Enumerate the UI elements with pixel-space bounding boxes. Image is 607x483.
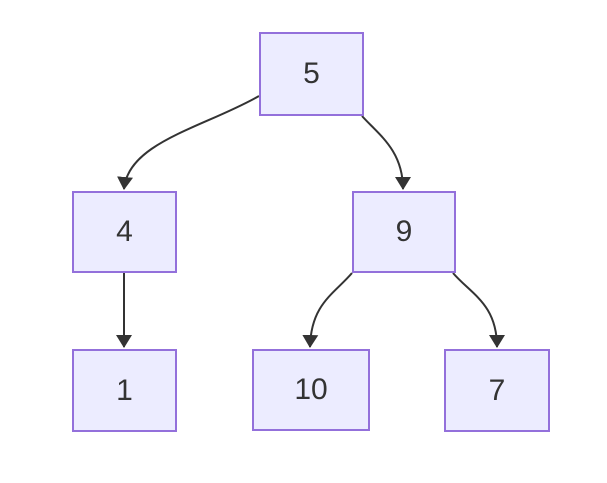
tree-node-5: 5 [259,32,364,116]
edge-5-9 [361,115,411,190]
node-label: 10 [294,373,328,406]
node-label: 1 [116,373,133,407]
tree-node-1: 1 [72,349,177,432]
tree-node-7: 7 [444,349,550,432]
node-label: 9 [395,215,413,248]
tree-node-10: 10 [252,349,370,431]
node-label: 7 [488,373,506,407]
node-label: 5 [303,57,320,90]
tree-node-4: 4 [72,191,177,273]
edge-9-10 [302,272,353,348]
node-label: 4 [116,215,133,248]
edge-9-7 [452,272,505,348]
edge-5-4 [117,95,260,190]
tree-node-9: 9 [352,191,456,273]
